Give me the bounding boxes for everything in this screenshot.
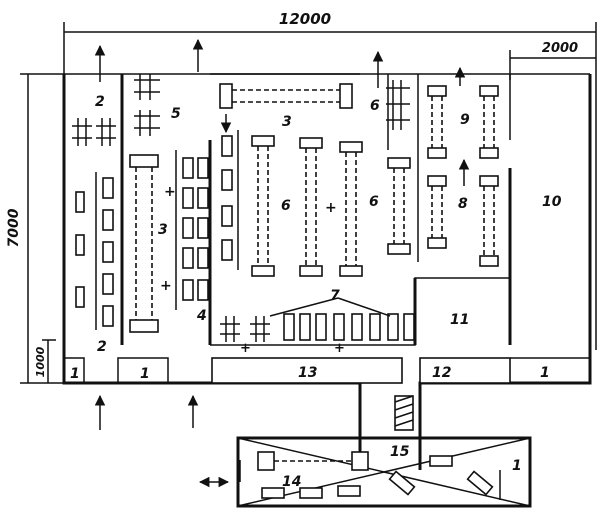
room-13 [211, 357, 403, 384]
label-4: 4 [196, 308, 207, 324]
label-13: 13 [298, 365, 317, 381]
number-labels: 1 1 1 1 2 2 3 3 4 5 6 6 6 7 8 9 10 11 12… [70, 94, 562, 490]
svg-text:+: + [240, 341, 251, 356]
label-2: 2 [95, 94, 105, 110]
label-12: 12 [432, 365, 451, 381]
label-6: 6 [370, 98, 380, 114]
svg-text:+: + [164, 184, 176, 200]
label-8: 8 [458, 196, 468, 212]
annex-outline [236, 436, 532, 508]
building-walls [62, 73, 592, 470]
annex [236, 395, 532, 508]
dim-width-label: 12000 [279, 10, 331, 28]
equipment-col3-left: + + [129, 74, 209, 333]
svg-text:+: + [160, 278, 172, 294]
label-10: 10 [542, 194, 562, 210]
label-5: 5 [171, 106, 181, 122]
label-7: 7 [330, 288, 340, 304]
label-6: 6 [281, 198, 291, 214]
label-6: 6 [369, 194, 379, 210]
equipment-left [72, 118, 116, 330]
flow-arrows [94, 38, 470, 488]
dimension-lines [20, 22, 597, 384]
svg-text:+: + [334, 341, 345, 356]
dim-offset-label: 2000 [542, 41, 578, 56]
equipment-col6: + [221, 130, 363, 277]
label-1: 1 [70, 366, 80, 382]
label-2: 2 [97, 339, 107, 355]
label-3: 3 [282, 114, 292, 130]
equipment-right [386, 74, 511, 267]
equipment-col3-top [210, 73, 360, 109]
label-14: 14 [282, 474, 301, 490]
label-3: 3 [158, 222, 168, 238]
label-15: 15 [390, 444, 410, 460]
dim-bottom-label: 1000 [34, 346, 47, 377]
label-1: 1 [512, 458, 522, 474]
equipment-row7: + + [220, 297, 415, 356]
label-11: 11 [450, 312, 469, 328]
label-9: 9 [460, 112, 470, 128]
room-12 [419, 357, 511, 384]
dim-height-label: 7000 [6, 208, 22, 247]
svg-text:+: + [325, 200, 337, 216]
label-1: 1 [140, 366, 150, 382]
label-1: 1 [540, 365, 550, 381]
